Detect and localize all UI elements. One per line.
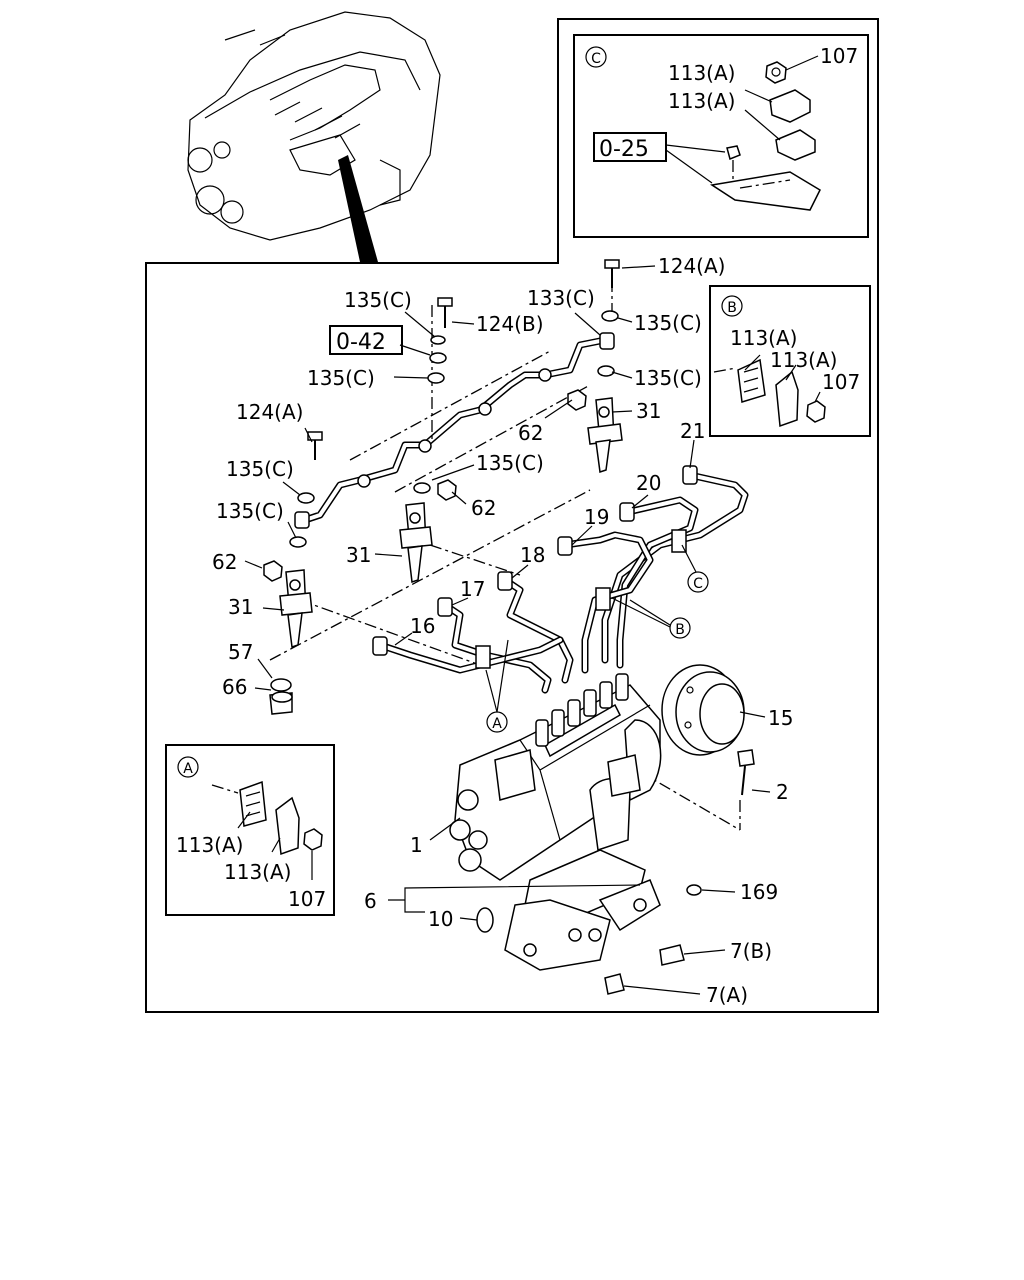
overview-pointer	[338, 155, 378, 262]
label-62-left: 62	[212, 550, 237, 574]
label-0-42: 0-42	[336, 330, 386, 355]
label-31-left: 31	[228, 595, 253, 619]
label-135c-5: 135(C)	[226, 457, 294, 481]
coupling	[661, 664, 745, 756]
label-62-mid: 62	[471, 496, 496, 520]
label-113a-a1: 113(A)	[176, 833, 243, 857]
label-135c-1: 135(C)	[344, 288, 412, 312]
detail-c-box: C	[573, 34, 869, 238]
label-135c-3: 135(C)	[307, 366, 375, 390]
label-113a-b1: 113(A)	[730, 326, 797, 350]
leak-off-pipe	[294, 332, 615, 529]
bolt	[737, 749, 755, 796]
label-169: 169	[740, 880, 778, 904]
label-66: 66	[222, 675, 247, 699]
label-135c-2: 135(C)	[634, 311, 702, 335]
marker-c-main: C	[693, 576, 703, 592]
injection-pump	[449, 673, 662, 881]
injector-mid	[399, 502, 433, 584]
label-19: 19	[584, 505, 609, 529]
label-7a: 7(A)	[706, 983, 748, 1007]
main-diagram-frame	[145, 18, 879, 1013]
label-62-top: 62	[518, 421, 543, 445]
label-7b: 7(B)	[730, 939, 772, 963]
delivery-valves	[535, 673, 629, 747]
label-10: 10	[428, 907, 453, 931]
label-113a-c1: 113(A)	[668, 61, 735, 85]
label-124a-left: 124(A)	[236, 400, 303, 424]
label-135c-6: 135(C)	[476, 451, 544, 475]
injector-top	[587, 397, 623, 473]
label-17: 17	[460, 577, 485, 601]
label-18: 18	[520, 543, 545, 567]
label-124a-top: 124(A)	[658, 254, 725, 278]
engine-overview-thumbnail	[187, 11, 441, 262]
detail-c-marker: C	[591, 51, 601, 67]
label-113a-c2: 113(A)	[668, 89, 735, 113]
leader-lines	[244, 265, 771, 995]
label-107-b: 107	[822, 370, 860, 394]
label-124b: 124(B)	[476, 312, 544, 336]
label-0-42-box	[329, 325, 403, 355]
label-21: 21	[680, 419, 705, 443]
label-15: 15	[768, 706, 793, 730]
label-1: 1	[410, 833, 423, 857]
label-135c-4: 135(C)	[634, 366, 702, 390]
label-20: 20	[636, 471, 661, 495]
label-16: 16	[410, 614, 435, 638]
label-0-25: 0-25	[599, 137, 649, 162]
label-2: 2	[776, 780, 789, 804]
section-markers: A B C	[485, 544, 709, 733]
label-57: 57	[228, 640, 253, 664]
label-113a-a2: 113(A)	[224, 860, 291, 884]
injection-pipes	[372, 465, 749, 694]
label-31-top: 31	[636, 399, 661, 423]
fasteners	[263, 259, 620, 715]
detail-b-box: B	[709, 285, 871, 437]
label-113a-b2: 113(A)	[770, 348, 837, 372]
pump-bracket	[476, 849, 702, 995]
marker-a-main: A	[492, 716, 502, 732]
detail-a-marker: A	[183, 761, 193, 777]
detail-b-marker: B	[727, 300, 737, 316]
label-6: 6	[364, 889, 377, 913]
label-31-mid: 31	[346, 543, 371, 567]
detail-a-box: A	[165, 744, 335, 916]
label-107-c: 107	[820, 44, 858, 68]
label-107-a: 107	[288, 887, 326, 911]
callout-labels: 107 113(A) 113(A) 0-25 124(A) 135(C) 124…	[176, 44, 860, 1007]
label-0-25-box	[593, 132, 667, 162]
injector-left	[279, 569, 313, 649]
label-135c-7: 135(C)	[216, 499, 284, 523]
marker-b-main: B	[675, 622, 685, 638]
label-133c: 133(C)	[527, 286, 595, 310]
